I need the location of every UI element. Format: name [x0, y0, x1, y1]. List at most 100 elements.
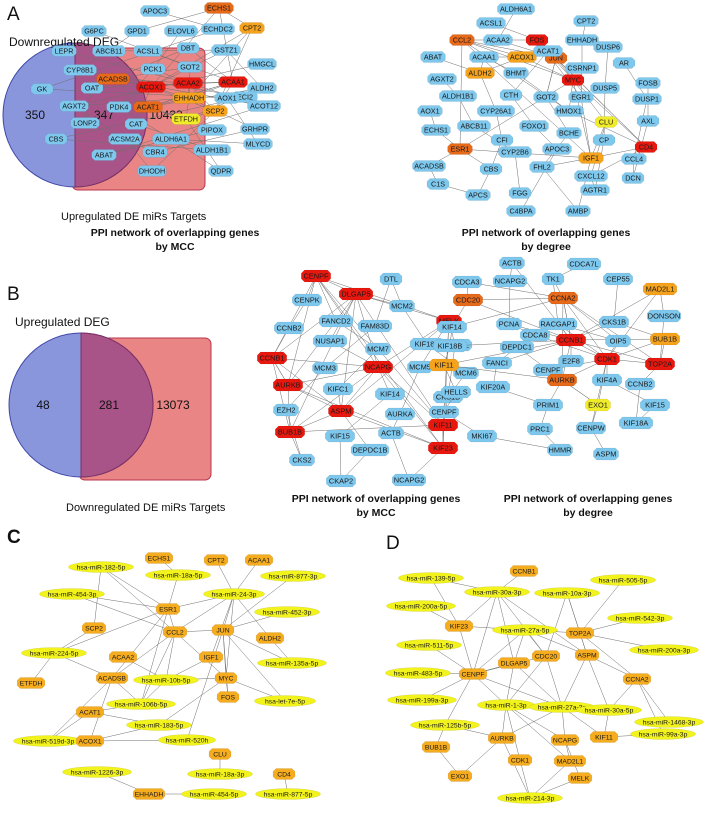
node-shape — [171, 113, 201, 125]
node-label: KIF11 — [434, 361, 453, 370]
node-cdca8: CDCA8 — [520, 328, 550, 342]
node-shape — [137, 165, 167, 177]
node-label: hsa-miR-27a-5p — [501, 627, 550, 634]
network-edge — [623, 62, 648, 100]
node-shape — [429, 358, 459, 372]
node-acat1: ACAT1 — [533, 45, 563, 57]
node-ehhadh: EHHADH — [172, 92, 206, 104]
node-abcb11: ABCB11 — [92, 45, 126, 57]
node-label: hsa-miR-183-5p — [135, 722, 184, 729]
node-shape — [622, 673, 652, 685]
network-edge — [613, 278, 619, 323]
node-ccna2: CCNA2 — [548, 291, 578, 305]
node-label: BHMT — [506, 69, 527, 78]
node-mcm7: MCM7 — [365, 342, 391, 356]
node-shape — [589, 731, 619, 743]
network-edge — [84, 87, 93, 124]
node-kif11: KIF11 — [428, 418, 458, 432]
network-edge — [55, 96, 246, 140]
node-shape — [92, 45, 126, 57]
node-shape — [51, 45, 77, 57]
node-acsl1: ACSL1 — [133, 45, 163, 57]
network-edge — [529, 760, 571, 799]
node-prc1: PRC1 — [527, 422, 553, 436]
node-label: hsa-miR-199a-3p — [396, 697, 449, 704]
node-label: AGXT2 — [430, 75, 454, 84]
node-pck1: PCK1 — [140, 63, 166, 75]
node-shape — [465, 189, 491, 201]
node-shape — [457, 120, 491, 132]
node-label: hsa-miR-511-5p — [405, 642, 453, 649]
network-edge — [590, 358, 608, 429]
node-label: ASPM — [596, 450, 617, 459]
network-edge — [579, 632, 638, 680]
node-shape — [590, 574, 656, 586]
node-cdc20: CDC20 — [531, 650, 561, 662]
node-shape — [429, 405, 459, 419]
node-hsa-mir-24-3p: hsa-miR-24-3p — [203, 588, 265, 600]
node-label: AGTR1 — [583, 186, 607, 195]
network-edge — [315, 275, 450, 322]
node-shape — [211, 624, 235, 636]
node-myc: MYC — [214, 672, 238, 684]
network-edge — [187, 47, 234, 83]
network-edge — [604, 46, 609, 89]
node-mcm6: MCM6 — [453, 366, 479, 380]
network-edge — [339, 435, 342, 482]
node-bhmt: BHMT — [503, 67, 529, 79]
network-edge — [459, 737, 503, 777]
node-aurkb: AURKB — [487, 732, 517, 744]
node-shape — [357, 319, 393, 333]
node-igf1: IGF1 — [578, 152, 604, 164]
node-ehhadh: EHHADH — [132, 788, 166, 800]
node-shape — [410, 719, 480, 731]
node-shape — [273, 378, 303, 392]
network-edge — [519, 759, 531, 799]
node-shape — [124, 25, 150, 37]
node-label: hsa-miR-10a-3p — [543, 590, 592, 597]
node-shape — [244, 554, 274, 566]
node-label: JUN — [549, 54, 563, 63]
node-donson: DONSON — [646, 309, 682, 323]
node-shape — [172, 92, 206, 104]
node-shape — [574, 170, 608, 182]
node-shape — [548, 291, 578, 305]
node-shape — [247, 82, 277, 94]
node-shape — [507, 754, 533, 766]
node-shape — [292, 293, 322, 307]
node-csrnp1: CSRNP1 — [565, 62, 599, 74]
node-label: CBS — [484, 165, 499, 174]
node-shape — [312, 361, 338, 375]
network-edge — [225, 49, 263, 89]
node-label: hsa-miR-10b-5p — [142, 677, 191, 684]
node-acaa1: ACAA1 — [218, 76, 248, 88]
node-shape — [568, 91, 594, 103]
node-label: CCNB1 — [558, 336, 583, 345]
node-axl: AXL — [636, 115, 660, 127]
node-fos: FOS — [525, 34, 549, 46]
network-edge — [636, 678, 670, 723]
network-edge — [430, 577, 460, 627]
node-scp2: SCP2 — [81, 622, 107, 634]
node-kif11: KIF11 — [429, 358, 459, 372]
node-hsa-mir-10a-3p: hsa-miR-10a-3p — [534, 587, 600, 599]
node-label: CLU — [599, 118, 613, 127]
network-edge — [458, 625, 474, 675]
node-shape — [396, 639, 462, 651]
network-edge — [152, 30, 182, 70]
node-label: ACADSB — [98, 675, 126, 682]
network-edge — [150, 27, 253, 88]
node-label: hsa-miR-1226-3p — [71, 769, 124, 776]
node-shape — [386, 600, 456, 612]
node-shape — [547, 373, 577, 387]
node-shape — [497, 3, 535, 15]
caption-a-mcc-line1: PPI network of overlapping genes — [91, 227, 260, 239]
network-edge — [580, 96, 592, 159]
node-label: MCM2 — [391, 302, 413, 311]
node-shape — [385, 667, 451, 679]
node-label: ACAA2 — [176, 79, 200, 88]
node-label: MCM6 — [455, 369, 477, 378]
node-label: ACOT12 — [250, 102, 278, 111]
network-edge — [508, 280, 511, 325]
